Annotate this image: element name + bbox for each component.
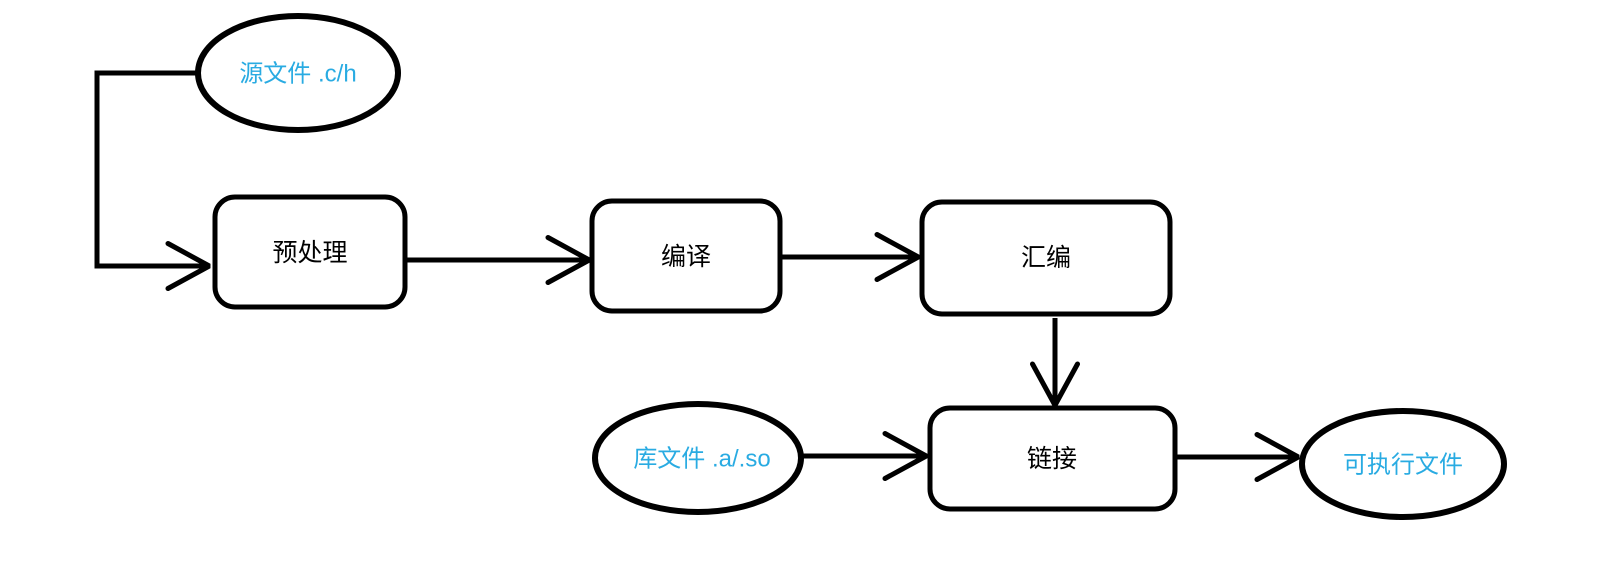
preprocess-label: 预处理	[272, 239, 347, 267]
library-file-label: 库文件 .a/.so	[633, 446, 770, 473]
library-file-ellipse	[592, 401, 804, 515]
node-executable-file: 可执行文件	[1299, 408, 1507, 520]
node-source-file: 源文件 .c/h	[195, 13, 401, 133]
node-assemble: 汇编	[919, 199, 1173, 317]
source-file-ellipse	[195, 13, 401, 133]
node-compile: 编译	[589, 198, 783, 314]
assemble-label: 汇编	[1021, 244, 1071, 272]
link-box	[927, 405, 1178, 512]
node-preprocess: 预处理	[212, 194, 408, 310]
node-library-file: 库文件 .a/.so	[592, 401, 804, 515]
source-file-label: 源文件 .c/h	[239, 61, 356, 88]
preprocess-box	[212, 194, 408, 310]
executable-file-label: 可执行文件	[1343, 452, 1463, 479]
compile-label: 编译	[661, 243, 711, 271]
node-link: 链接	[927, 405, 1178, 512]
assemble-box	[919, 199, 1173, 317]
compile-box	[589, 198, 783, 314]
executable-file-ellipse	[1299, 408, 1507, 520]
edge-source-to-preprocess	[94, 70, 208, 266]
link-label: 链接	[1027, 445, 1077, 473]
